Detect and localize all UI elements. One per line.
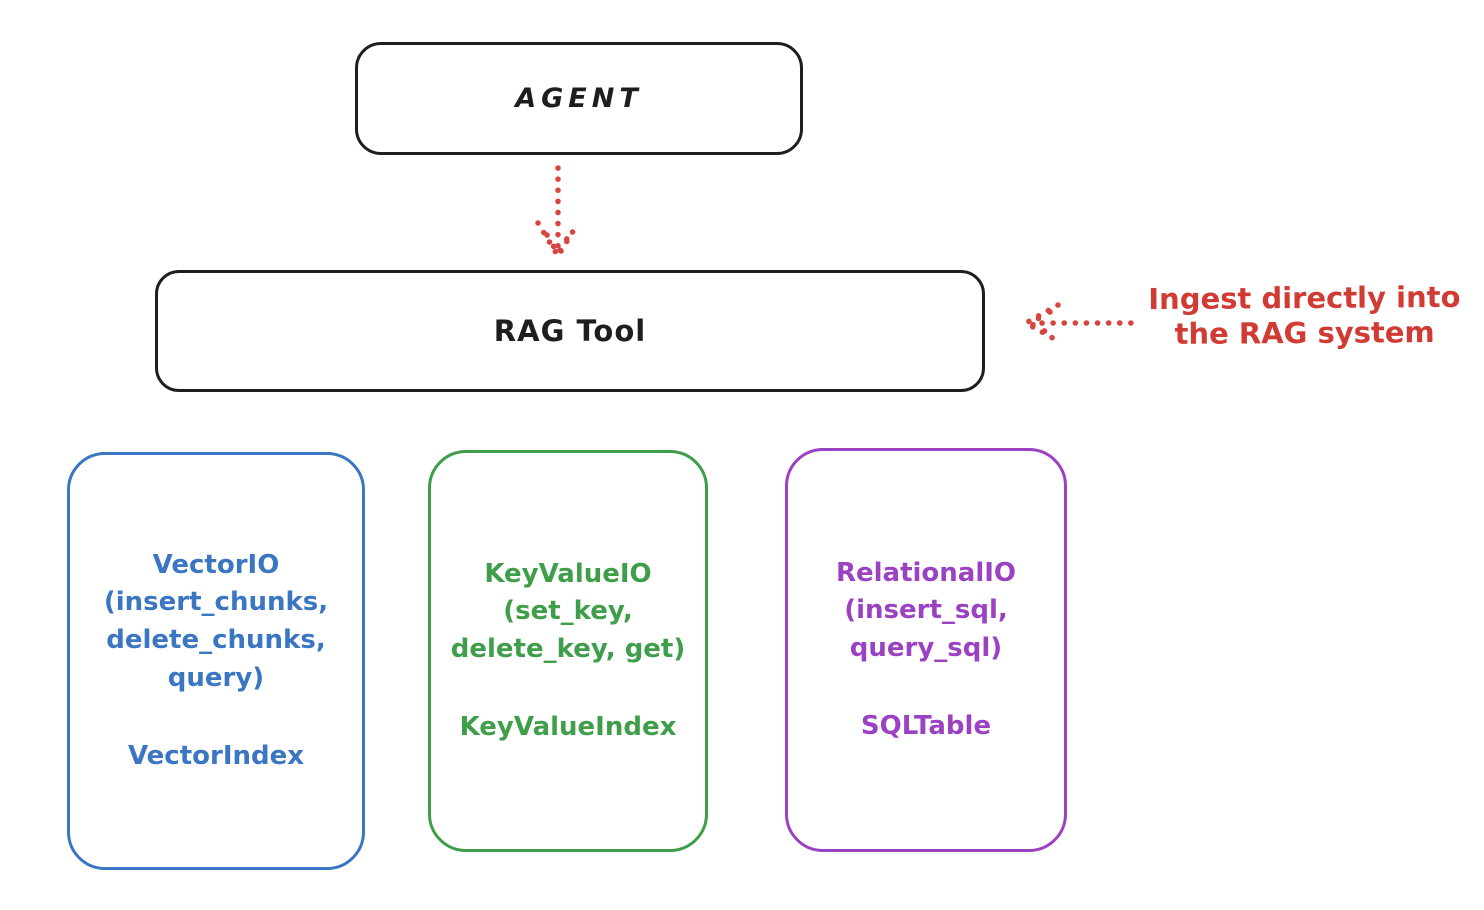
arrow-head-inner	[1027, 309, 1053, 337]
relational-io-methods: RelationalIO (insert_sql, query_sql)	[835, 557, 1017, 663]
agent-to-rag-arrow-icon	[535, 165, 581, 259]
rag-tool-label: RAG Tool	[493, 314, 647, 348]
arrow-head-inner	[544, 232, 572, 257]
rag-tool-node: RAG Tool	[155, 270, 985, 392]
vector-io-card: VectorIO (insert_chunks, delete_chunks, …	[67, 452, 365, 870]
agent-label: AGENT	[515, 83, 643, 114]
keyvalue-io-methods: KeyValueIO (set_key, delete_key, get)	[450, 558, 686, 664]
keyvalue-index-label: KeyValueIndex	[459, 711, 677, 742]
vector-io-methods: VectorIO (insert_chunks, delete_chunks, …	[103, 549, 329, 693]
agent-node: AGENT	[355, 42, 803, 155]
ingest-annotation: Ingest directly into the RAG system	[1148, 279, 1461, 352]
sql-table-label: SQLTable	[860, 710, 992, 741]
arrow-head	[1023, 302, 1061, 344]
vector-index-label: VectorIndex	[127, 740, 305, 771]
relational-io-card: RelationalIO (insert_sql, query_sql) SQL…	[785, 448, 1067, 852]
keyvalue-io-card: KeyValueIO (set_key, delete_key, get) Ke…	[428, 450, 708, 852]
annotation-to-rag-arrow-icon	[1023, 302, 1135, 344]
